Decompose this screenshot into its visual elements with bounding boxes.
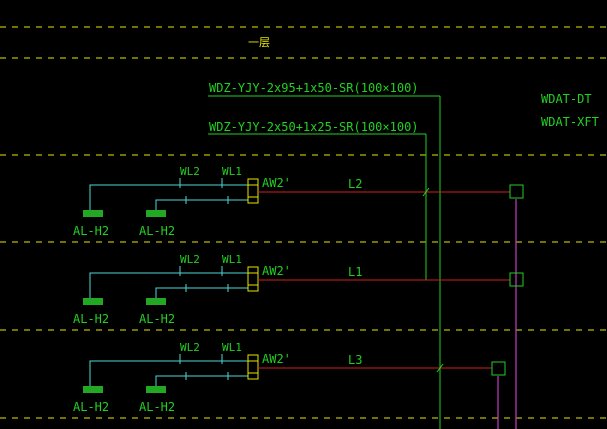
distribution-row-2: WL2 WL1 AW2' L1 AL-H2 AL-H2 (73, 253, 524, 326)
distribution-row-3: WL2 WL1 AW2' L3 AL-H2 AL-H2 (73, 341, 506, 414)
panel-symbol (247, 266, 259, 292)
cable-label-2: WDZ-YJY-2x50+1x25-SR(100×100) (209, 120, 419, 134)
line-label: L2 (348, 177, 362, 191)
side-label-xft: WDAT-XFT (541, 115, 599, 129)
panel-label: AW2' (262, 176, 291, 190)
line-label: L1 (348, 265, 362, 279)
side-label-dt: WDAT-DT (541, 92, 592, 106)
box-label-1: AL-H2 (73, 312, 109, 326)
magenta-risers (497, 199, 517, 429)
branch-label-2: WL1 (222, 165, 242, 178)
branch-label-1: WL2 (180, 165, 200, 178)
branch-label-2: WL1 (222, 253, 242, 266)
panel-symbol (247, 354, 259, 380)
panel-symbol (247, 178, 259, 204)
cable-label-1: WDZ-YJY-2x95+1x50-SR(100×100) (209, 81, 419, 95)
distribution-box-1 (83, 210, 103, 217)
panel-label: AW2' (262, 352, 291, 366)
junction-box (509, 184, 524, 199)
box-label-2: AL-H2 (139, 224, 175, 238)
distribution-box-2 (146, 386, 166, 393)
distribution-box-2 (146, 298, 166, 305)
branch-label-1: WL2 (180, 341, 200, 354)
branch-label-1: WL2 (180, 253, 200, 266)
dashed-grid-lines (0, 26, 607, 419)
box-label-1: AL-H2 (73, 224, 109, 238)
cable-feeder-2 (208, 133, 427, 280)
cable-feeder-1 (208, 95, 441, 429)
junction-box (509, 272, 524, 287)
box-label-1: AL-H2 (73, 400, 109, 414)
distribution-box-1 (83, 386, 103, 393)
distribution-box-2 (146, 210, 166, 217)
box-label-2: AL-H2 (139, 312, 175, 326)
box-label-2: AL-H2 (139, 400, 175, 414)
distribution-row-1: WL2 WL1 AW2' L2 AL-H2 AL-H2 (73, 165, 524, 238)
floor-title: 一层 (248, 36, 270, 49)
junction-box (491, 361, 506, 376)
line-label: L3 (348, 353, 362, 367)
distribution-box-1 (83, 298, 103, 305)
panel-label: AW2' (262, 264, 291, 278)
branch-label-2: WL1 (222, 341, 242, 354)
